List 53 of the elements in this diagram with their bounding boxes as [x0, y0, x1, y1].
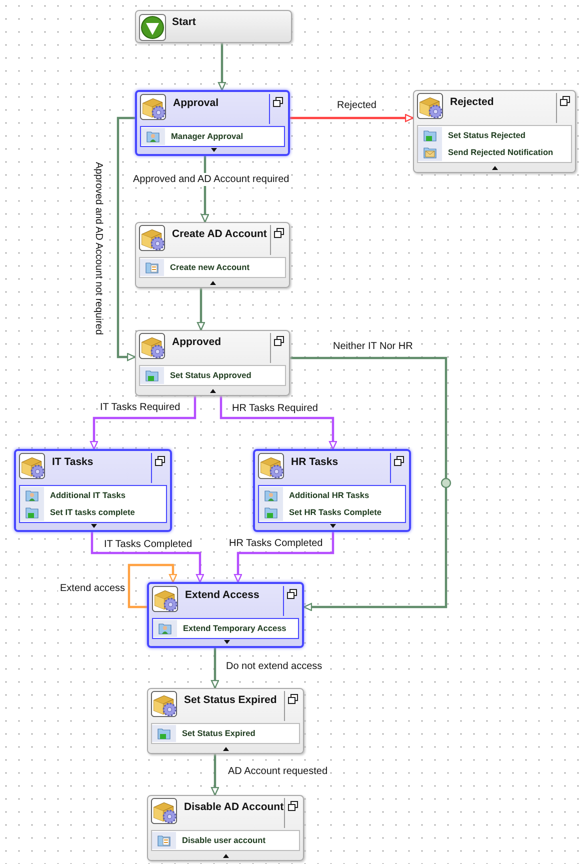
edge-label: HR Tasks Completed — [227, 537, 325, 550]
state-box — [253, 449, 411, 532]
activity-label: Additional HR Tasks — [289, 490, 370, 501]
edge-label: Do not extend access — [224, 660, 324, 673]
state-title: Create AD Account — [172, 228, 267, 240]
edge-label: Rejected — [335, 99, 378, 112]
edge-label: HR Tasks Required — [230, 402, 320, 415]
activity-label: Disable user account — [182, 835, 266, 846]
connector-arrow — [210, 754, 220, 796]
state-title: Disable AD Account — [184, 801, 284, 813]
edge-label: IT Tasks Required — [98, 401, 182, 414]
edge-label: Extend access — [58, 582, 128, 595]
state-box — [147, 795, 304, 861]
edge-label: IT Tasks Completed — [102, 538, 194, 551]
connector-arrow — [290, 356, 448, 612]
state-title: Extend Access — [185, 589, 260, 601]
state-title: HR Tasks — [291, 456, 338, 468]
start-box — [135, 10, 292, 43]
activity-label: Set Status Expired — [182, 728, 256, 739]
state-title: Approved — [172, 336, 222, 348]
activity-label: Send Rejected Notification — [448, 147, 554, 158]
state-title: Rejected — [450, 96, 494, 108]
state-box — [147, 582, 304, 648]
state-box — [147, 688, 304, 754]
edge-label: AD Account requested — [226, 765, 330, 778]
state-box — [14, 449, 172, 532]
activity-label: Set HR Tasks Complete — [289, 507, 382, 518]
connector-arrow — [128, 564, 178, 608]
activity-label: Manager Approval — [171, 131, 244, 142]
connector-arrow — [290, 114, 414, 122]
connector-arrow — [196, 288, 206, 331]
connector-arrow — [218, 43, 226, 91]
connector-arrow — [90, 532, 204, 583]
state-box — [135, 222, 290, 288]
activity-label: Additional IT Tasks — [50, 490, 126, 501]
state-title: IT Tasks — [52, 456, 94, 468]
activity-label: Create new Account — [170, 262, 250, 273]
state-title: Start — [172, 16, 196, 28]
state-box — [413, 90, 576, 173]
connector-arrow — [210, 648, 220, 689]
state-title: Set Status Expired — [184, 694, 277, 706]
connector-arrow — [90, 396, 196, 450]
activity-label: Set IT tasks complete — [50, 507, 135, 518]
connector-arrow — [234, 532, 334, 583]
activity-label: Set Status Approved — [170, 370, 252, 381]
edge-label: Approved and AD Account not required — [92, 160, 105, 337]
activity-label: Extend Temporary Access — [183, 623, 286, 634]
edge-label: Approved and AD Account required — [131, 173, 292, 186]
state-box — [135, 90, 290, 156]
state-title: Approval — [173, 97, 219, 109]
activity-label: Set Status Rejected — [448, 130, 526, 141]
connector-arrow — [116, 116, 136, 362]
state-box — [135, 330, 290, 396]
